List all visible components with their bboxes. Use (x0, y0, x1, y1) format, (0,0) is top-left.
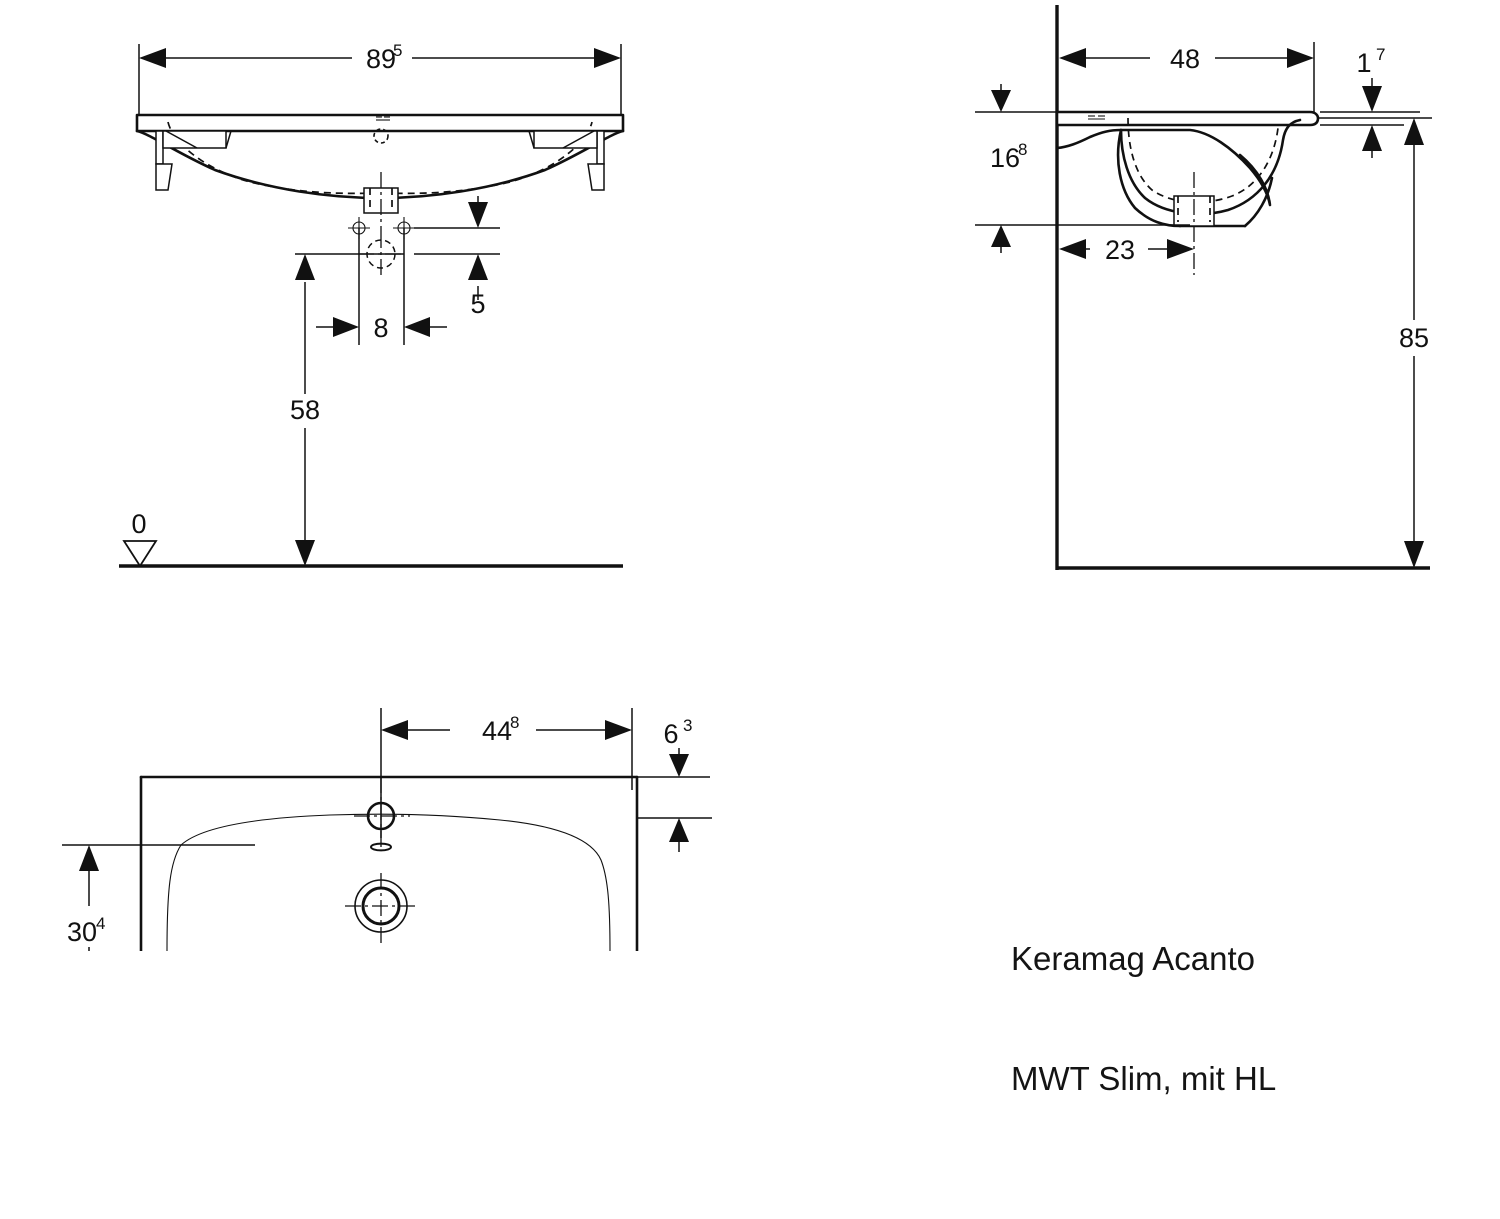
caption-line-2: MWT Slim, mit HL (1011, 1060, 1277, 1097)
caption-line-1: Keramag Acanto (1011, 940, 1255, 977)
dim-supply-spacing: 8 (316, 228, 447, 345)
dim-trap-offset-right: 5 (414, 196, 500, 319)
dim-depth-partial-superscript: 4 (96, 914, 105, 933)
dim-rim-thickness-superscript: 7 (1376, 45, 1385, 64)
front-basin-body (135, 113, 625, 232)
dim-width-total: 89 5 (138, 41, 622, 120)
dim-height-to-waste: 58 (290, 253, 404, 566)
plan-top-view: 44 8 6 3 (62, 708, 712, 951)
dim-waste-from-wall: 23 (1059, 235, 1194, 265)
plan-waste-outlet (345, 873, 418, 945)
dim-width-total-superscript: 5 (393, 41, 402, 60)
dim-depth-partial-value: 30 (67, 917, 97, 947)
dim-tap-hole-from-right-superscript: 8 (510, 713, 519, 732)
dim-rim-rear-offset: 6 3 (637, 716, 712, 852)
dim-depth-total-value: 48 (1170, 44, 1200, 74)
dim-width-total-value: 89 (366, 44, 396, 74)
side-section-view: 48 1 7 (975, 5, 1432, 570)
front-floor-datum: 0 (119, 509, 623, 568)
dim-depth-total: 48 (1059, 42, 1315, 122)
plan-tap-hole (354, 777, 410, 851)
dim-rim-thickness-value: 1 (1356, 48, 1371, 78)
dim-bowl-depth-zone-superscript: 8 (1018, 140, 1027, 159)
overflow-circle (373, 128, 389, 144)
dim-rim-rear-offset-value: 6 (663, 719, 678, 749)
dim-mounting-height: 85 (1318, 117, 1432, 568)
dim-tap-hole-from-right-value: 44 (482, 716, 512, 746)
drawing-caption: Keramag Acanto MWT Slim, mit HL (1011, 859, 1276, 1219)
plan-basin-outline (139, 775, 639, 951)
technical-drawing-canvas: 89 5 (62, 5, 1432, 951)
dim-trap-offset-right-value: 5 (470, 289, 485, 319)
drawing-sheet: 89 5 (62, 5, 1432, 1097)
dim-height-to-waste-value: 58 (290, 395, 320, 425)
dim-rim-thickness: 1 7 (1320, 45, 1420, 158)
dim-supply-spacing-value: 8 (373, 313, 388, 343)
plan-overflow-slot (370, 842, 392, 852)
dim-waste-from-wall-value: 23 (1105, 235, 1135, 265)
datum-zero-label: 0 (131, 509, 146, 539)
dim-tap-hole-from-right: 44 8 (380, 708, 633, 838)
dim-rim-rear-offset-superscript: 3 (683, 716, 692, 735)
dim-depth-partial: 30 4 (62, 844, 255, 951)
dim-bowl-depth-zone: 16 8 (975, 84, 1190, 253)
front-elevation-view: 89 5 (119, 41, 625, 568)
dim-bowl-depth-zone-value: 16 (990, 143, 1020, 173)
dim-mounting-height-value: 85 (1399, 323, 1429, 353)
